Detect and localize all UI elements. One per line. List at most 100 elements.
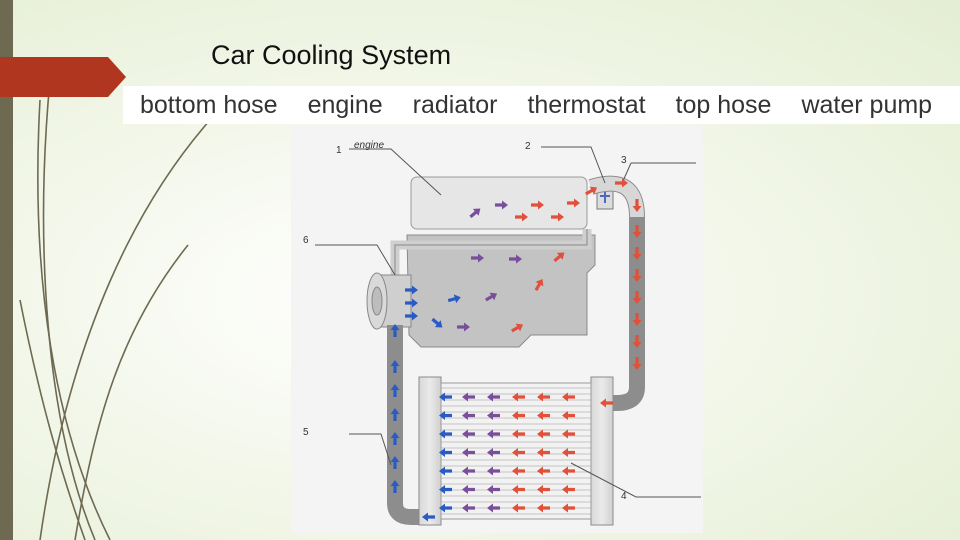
- flow-arrow: [439, 392, 452, 402]
- title-accent-tab: [0, 57, 126, 97]
- flow-arrow: [487, 466, 500, 476]
- flow-arrow: [462, 448, 475, 457]
- flow-arrow: [632, 357, 642, 370]
- flow-arrow: [537, 503, 550, 513]
- flow-arrow: [632, 313, 642, 326]
- decorative-lines: [19, 79, 211, 540]
- flow-arrow: [562, 485, 575, 494]
- flow-arrow: [462, 392, 475, 402]
- label-6: 6: [303, 235, 309, 246]
- flow-arrow: [600, 398, 613, 408]
- flow-arrow: [390, 456, 400, 469]
- flow-arrow: [562, 448, 575, 457]
- word-bank: bottom hose engine radiator thermostat t…: [123, 86, 960, 124]
- flow-arrow: [439, 411, 452, 420]
- label-engine-word: engine: [354, 140, 384, 151]
- flow-arrow: [512, 503, 525, 513]
- flow-arrow: [462, 466, 475, 476]
- flow-arrow: [615, 178, 628, 188]
- flow-arrow: [531, 200, 544, 210]
- flow-arrow: [390, 360, 400, 373]
- label-3: 3: [621, 155, 627, 166]
- flow-arrow: [537, 466, 550, 476]
- flow-arrow: [562, 503, 575, 513]
- bypass-pipe-outline: [394, 229, 588, 295]
- flow-arrow: [632, 225, 642, 238]
- flow-arrow: [439, 503, 452, 513]
- flow-arrow: [405, 311, 418, 321]
- flow-arrow: [431, 317, 443, 328]
- flow-arrow: [632, 335, 642, 348]
- flow-arrow: [509, 254, 522, 264]
- flow-arrow: [405, 285, 418, 295]
- flow-arrow: [537, 485, 550, 494]
- flow-arrow: [537, 448, 550, 457]
- flow-arrow: [512, 485, 525, 494]
- flow-arrow: [390, 408, 400, 421]
- flow-arrow: [439, 448, 452, 457]
- flow-arrow: [562, 392, 575, 402]
- flow-arrows: [390, 178, 642, 522]
- word-bank-item: water pump: [801, 90, 933, 119]
- flow-arrow: [585, 186, 598, 196]
- flow-arrow: [512, 466, 525, 476]
- flow-arrow: [632, 199, 642, 212]
- flow-arrow: [562, 411, 575, 420]
- flow-arrow: [469, 208, 481, 219]
- engine-head: [410, 176, 588, 230]
- flow-arrow: [487, 392, 500, 402]
- flow-arrow: [512, 429, 525, 439]
- flow-arrow: [511, 323, 524, 333]
- flow-arrow: [462, 429, 475, 439]
- word-bank-item: engine: [307, 90, 383, 119]
- flow-arrow: [487, 411, 500, 420]
- flow-arrow: [487, 503, 500, 513]
- flow-arrow: [537, 411, 550, 420]
- flow-arrow: [512, 411, 525, 420]
- flow-arrow: [534, 278, 544, 291]
- flow-arrow: [447, 294, 461, 304]
- flow-arrow: [632, 269, 642, 282]
- engine-block: [406, 234, 596, 348]
- flow-arrow: [512, 448, 525, 457]
- word-bank-item: bottom hose: [140, 90, 278, 119]
- left-accent-bar: [0, 0, 13, 540]
- slide-title: Car Cooling System: [211, 40, 452, 70]
- flow-arrow: [422, 512, 435, 522]
- flow-arrow: [562, 429, 575, 439]
- flow-arrow: [390, 432, 400, 445]
- flow-arrow: [462, 485, 475, 494]
- flow-arrow: [439, 429, 452, 439]
- flow-arrow: [515, 212, 528, 222]
- flow-arrow: [462, 411, 475, 420]
- flow-arrow: [457, 322, 470, 332]
- flow-arrow: [562, 466, 575, 476]
- word-bank-item: radiator: [412, 90, 498, 119]
- water-pump: [366, 272, 412, 330]
- bottom-hose: [387, 325, 425, 525]
- flow-arrow: [485, 292, 498, 302]
- flow-arrow: [632, 247, 642, 260]
- label-2: 2: [525, 141, 531, 152]
- flow-arrow: [551, 212, 564, 222]
- flow-arrow: [553, 252, 565, 263]
- flow-arrow: [462, 503, 475, 513]
- word-bank-item: thermostat: [527, 90, 646, 119]
- flow-arrow: [537, 392, 550, 402]
- flow-arrow: [567, 198, 580, 208]
- leader-lines: [315, 146, 701, 498]
- flow-arrow: [471, 253, 484, 263]
- flow-arrow: [512, 392, 525, 402]
- flow-arrow: [390, 384, 400, 397]
- label-5: 5: [303, 427, 309, 438]
- flow-arrow: [390, 480, 400, 493]
- flow-arrow: [487, 448, 500, 457]
- label-1: 1: [336, 145, 342, 156]
- flow-arrow: [632, 291, 642, 304]
- cooling-system-diagram: 1 engine 2 3 6 5 4: [291, 125, 703, 533]
- flow-arrow: [390, 324, 400, 337]
- word-bank-item: top hose: [675, 90, 772, 119]
- flow-arrow: [487, 429, 500, 439]
- flow-arrow: [537, 429, 550, 439]
- label-4: 4: [621, 491, 627, 502]
